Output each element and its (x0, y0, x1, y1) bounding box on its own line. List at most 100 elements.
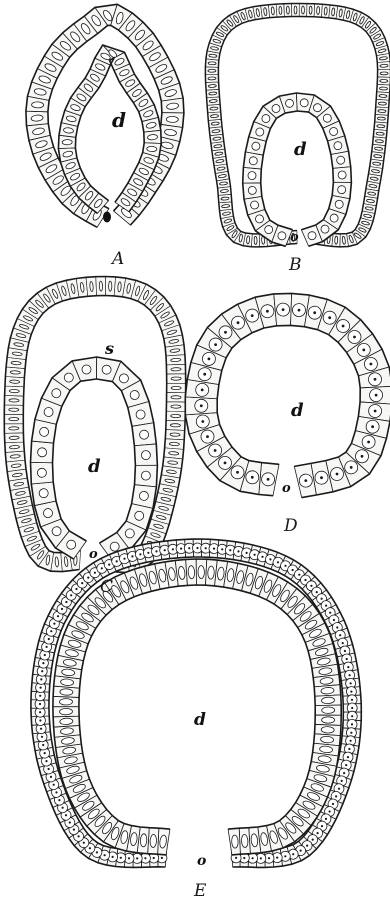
nucleolus (206, 435, 209, 438)
nucleolus (370, 363, 373, 366)
nucleolus (349, 674, 351, 676)
nucleolus (53, 623, 55, 625)
nucleus (338, 186, 346, 194)
nucleolus (338, 788, 340, 790)
nucleolus (214, 343, 217, 346)
nucleolus (40, 728, 42, 730)
nucleus (171, 368, 181, 372)
nucleolus (81, 582, 83, 584)
nucleolus (48, 638, 50, 640)
nucleolus (304, 479, 307, 482)
figure-b-opening-label: o (290, 230, 299, 245)
nucleolus (284, 565, 286, 567)
nucleolus (39, 711, 41, 713)
nucleolus (350, 466, 353, 469)
nucleolus (320, 476, 323, 479)
nucleus (209, 92, 217, 95)
nucleolus (313, 311, 316, 314)
nucleus (376, 132, 384, 135)
nucleolus (41, 670, 43, 672)
figure-c-cavity-label: d (88, 456, 101, 477)
nucleolus (276, 857, 278, 859)
nucleolus (41, 736, 43, 738)
nucleolus (147, 552, 149, 554)
nucleus (210, 114, 218, 118)
nucleus (378, 102, 386, 105)
nucleus (221, 197, 229, 200)
nucleus (170, 433, 180, 437)
nucleus (220, 189, 228, 192)
nucleolus (200, 404, 203, 407)
nucleolus (78, 835, 80, 837)
nucleolus (374, 410, 377, 413)
nucleolus (342, 325, 345, 328)
nucleus (377, 117, 385, 120)
nucleolus (83, 842, 85, 844)
nucleus (32, 102, 44, 108)
nucleolus (254, 554, 256, 556)
nucleolus (332, 803, 334, 805)
nucleolus (361, 455, 364, 458)
nucleolus (362, 349, 365, 352)
nucleus (169, 442, 179, 446)
nucleolus (251, 314, 254, 317)
nucleolus (277, 561, 279, 563)
nucleus (379, 87, 387, 90)
nucleus (62, 139, 72, 145)
nucleolus (298, 574, 300, 576)
nucleolus (188, 547, 190, 549)
nucleus (10, 371, 20, 375)
nucleus (309, 6, 312, 14)
nucleolus (116, 560, 118, 562)
nucleus (9, 436, 19, 440)
nucleolus (224, 331, 227, 334)
nucleolus (310, 585, 312, 587)
nucleolus (325, 818, 327, 820)
nucleolus (329, 612, 331, 614)
nucleus (322, 707, 335, 714)
nucleus (300, 99, 308, 107)
nucleolus (46, 646, 48, 648)
nucleolus (375, 394, 378, 397)
nucleus (171, 405, 181, 408)
nucleolus (316, 591, 318, 593)
nucleus (147, 146, 157, 152)
nucleolus (367, 441, 370, 444)
nucleolus (94, 572, 96, 574)
nucleolus (120, 857, 122, 859)
nucleus (231, 835, 238, 848)
nucleolus (335, 795, 337, 797)
nucleolus (328, 316, 331, 319)
nucleolus (350, 691, 352, 693)
nucleolus (155, 550, 157, 552)
nucleolus (205, 547, 207, 549)
nucleolus (336, 473, 339, 476)
nucleus (286, 6, 289, 14)
nucleolus (347, 756, 349, 758)
figure-c-label: C (100, 577, 113, 597)
nucleolus (153, 857, 155, 859)
nucleolus (39, 703, 41, 705)
nucleolus (284, 855, 286, 857)
nucleolus (53, 784, 55, 786)
nucleolus (45, 760, 47, 762)
nucleolus (329, 810, 331, 812)
figure-a-label: A (110, 249, 124, 269)
nucleolus (40, 678, 42, 680)
nucleolus (251, 476, 254, 479)
nucleolus (235, 857, 237, 859)
figure-b-outer-wall (205, 4, 390, 247)
nucleolus (341, 780, 343, 782)
nucleolus (44, 654, 46, 656)
nucleolus (112, 856, 114, 858)
nucleus (324, 7, 327, 15)
nucleolus (292, 853, 294, 855)
figure-d-cavity-label: d (291, 400, 304, 421)
nucleolus (346, 658, 348, 660)
figure-e-opening-label: o (197, 853, 206, 869)
nucleolus (343, 772, 345, 774)
nucleus (321, 697, 334, 704)
nucleolus (87, 577, 89, 579)
nucleus (171, 414, 181, 417)
